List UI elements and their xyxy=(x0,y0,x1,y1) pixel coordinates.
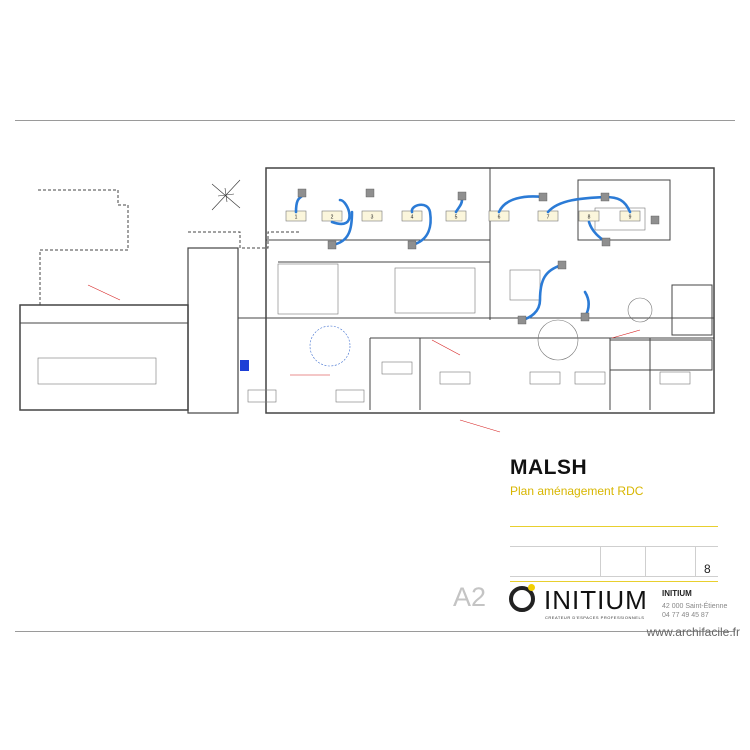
spiral-stair xyxy=(309,325,351,367)
floor-box xyxy=(457,191,467,201)
sheet-number: 8 xyxy=(704,562,711,576)
cable-run xyxy=(546,195,632,214)
company-address: 42 000 Saint-Étienne xyxy=(662,603,728,610)
title-rule-top xyxy=(510,526,718,527)
annex-outline xyxy=(38,189,129,305)
frame-top-line xyxy=(15,120,735,121)
floor-box xyxy=(407,240,417,250)
logo-tagline: CREATEUR D'ESPACES PROFESSIONNELS xyxy=(545,615,645,620)
info-grid-col-1 xyxy=(600,546,601,576)
desk-card xyxy=(361,210,383,222)
floor-box xyxy=(557,260,567,270)
round-table-right xyxy=(627,297,653,323)
project-subtitle: Plan aménagement RDC xyxy=(510,484,644,498)
cable-run xyxy=(294,194,304,214)
desk-number-label: 6 xyxy=(498,215,501,221)
leader-line-4 xyxy=(459,419,501,433)
desk-number-label: 8 xyxy=(588,215,591,221)
annotations xyxy=(87,284,641,433)
north-arrow xyxy=(211,179,241,211)
desk-number-label: 2 xyxy=(331,215,334,221)
desk-number-label: 7 xyxy=(547,215,550,221)
company-phone: 04 77 49 45 87 xyxy=(662,612,709,619)
reception-desk xyxy=(381,361,413,375)
floor-box xyxy=(297,188,307,198)
right-storage-wall xyxy=(671,284,713,336)
info-grid-line-1 xyxy=(510,546,718,547)
logo-text: INITIUM xyxy=(544,585,648,615)
floor-box xyxy=(600,192,610,202)
leader-line-1 xyxy=(87,284,121,301)
desk-number-label: 1 xyxy=(295,215,298,221)
central-block-wall xyxy=(188,231,300,249)
cable-run xyxy=(520,263,564,322)
cable-run xyxy=(497,195,545,214)
project-title: MALSH xyxy=(510,456,588,479)
central-lobby-wall xyxy=(187,247,239,414)
floor-box xyxy=(538,192,548,202)
lower-left-desk-1 xyxy=(247,389,277,403)
title-block: MALSH Plan aménagement RDC 8 xyxy=(500,450,730,630)
cable-run xyxy=(454,198,464,214)
lower-left-desk-2 xyxy=(335,389,365,403)
office-desk-4 xyxy=(659,371,691,385)
stair-well xyxy=(277,263,339,315)
floor-box xyxy=(650,215,660,225)
frame-bottom-line xyxy=(15,631,735,632)
leader-line-3 xyxy=(431,339,461,356)
conference-room-wall xyxy=(19,304,189,411)
cable-run xyxy=(330,198,351,226)
desk-number-label: 3 xyxy=(371,215,374,221)
floor-box xyxy=(327,240,337,250)
sanitary-block xyxy=(394,267,476,314)
desk-number-label: 9 xyxy=(629,215,632,221)
title-rule-bottom xyxy=(510,581,718,582)
floor-box xyxy=(580,312,590,322)
floor-boxes xyxy=(297,188,660,325)
round-table-left xyxy=(537,319,579,361)
paper-format: A2 xyxy=(453,582,487,612)
walls xyxy=(19,167,715,414)
lounge-bench xyxy=(509,269,541,301)
server-cabinet xyxy=(240,360,249,371)
info-grid-col-2 xyxy=(645,546,646,576)
office-desk-3 xyxy=(574,371,606,385)
furniture xyxy=(37,207,691,403)
cable-run xyxy=(410,203,432,247)
logo-accent-dot xyxy=(528,584,535,591)
company-name: INITIUM xyxy=(662,589,692,598)
floor-box xyxy=(601,237,611,247)
floor-box xyxy=(517,315,527,325)
leader-line-5 xyxy=(611,329,641,339)
lower-right-office-wall xyxy=(609,339,713,371)
conference-table xyxy=(37,357,157,385)
office-desk-1 xyxy=(439,371,471,385)
meeting-box-wall xyxy=(577,179,671,241)
desk-labels: 1 2 3 4 5 6 7 8 9 xyxy=(285,210,641,222)
initium-logo-icon xyxy=(509,586,535,612)
office-desk-2 xyxy=(529,371,561,385)
info-grid-line-2 xyxy=(510,576,718,577)
desk-number-label: 5 xyxy=(455,215,458,221)
floor-box xyxy=(365,188,375,198)
watermark-text: www.archifacile.fr xyxy=(646,625,740,639)
info-grid-col-3 xyxy=(695,546,696,576)
desk-number-label: 4 xyxy=(411,215,414,221)
